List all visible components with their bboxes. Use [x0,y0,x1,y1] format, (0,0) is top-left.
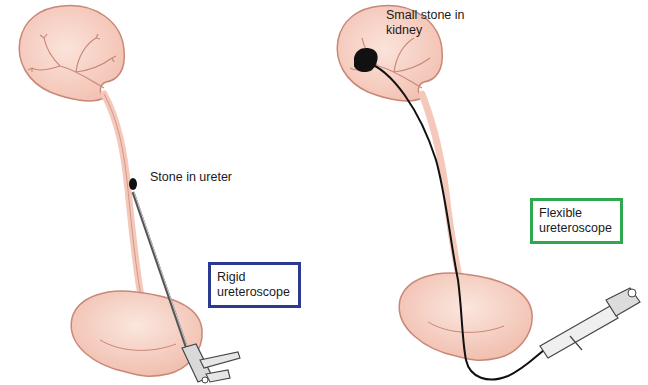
callout-box: Flexible ureteroscope [530,198,623,244]
callout-box: Rigid ureteroscope [208,262,301,308]
part-label: Small stone in kidney [386,8,468,38]
callout-text: Rigid ureteroscope [217,270,292,300]
callout-text: Flexible ureteroscope [539,206,614,236]
kidney-stone [354,48,378,72]
part-label: Stone in ureter [150,170,260,185]
flexible-ureteroscope [366,62,640,379]
ureter-stone [129,178,137,190]
left-kidney [19,5,124,100]
right-bladder [399,273,532,360]
